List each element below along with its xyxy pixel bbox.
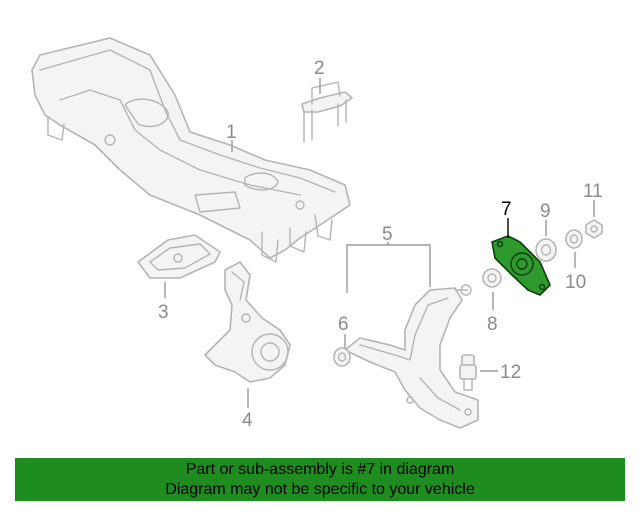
part-6-bushing[interactable] <box>333 347 351 367</box>
callout-8: 8 <box>487 314 498 335</box>
callout-labels: 1 2 3 4 5 6 7 8 9 10 11 12 <box>158 58 603 431</box>
callout-5: 5 <box>382 224 393 245</box>
part-10-washer[interactable] <box>565 229 583 249</box>
part-7-bushing-assembly[interactable] <box>491 235 551 296</box>
callout-9: 9 <box>540 201 551 222</box>
callout-6: 6 <box>338 314 349 335</box>
part-11-nut[interactable] <box>585 219 603 239</box>
part-3-plate[interactable] <box>137 234 221 279</box>
callout-1: 1 <box>226 122 237 143</box>
callout-10: 10 <box>565 272 586 293</box>
part-1-crossmember[interactable] <box>31 37 351 263</box>
leader-lines <box>164 78 595 408</box>
callout-12: 12 <box>500 362 521 383</box>
part-8-washer[interactable] <box>482 268 502 288</box>
callout-4: 4 <box>242 410 253 431</box>
callout-7: 7 <box>501 199 512 220</box>
diagram-notice-banner: Part or sub-assembly is #7 in diagram Di… <box>15 458 625 501</box>
part-5-control-arm[interactable] <box>344 284 479 429</box>
parts-diagram: 1 2 3 4 5 6 7 8 9 10 11 12 <box>31 37 603 431</box>
callout-2: 2 <box>314 58 325 79</box>
part-2-bracket[interactable] <box>301 81 353 143</box>
banner-line-2: Diagram may not be specific to your vehi… <box>165 481 475 498</box>
callout-3: 3 <box>158 302 169 323</box>
banner-line-1: Part or sub-assembly is #7 in diagram <box>185 461 455 478</box>
part-9-washer[interactable] <box>535 238 557 262</box>
part-12-ball-joint[interactable] <box>459 354 477 391</box>
callout-11: 11 <box>583 181 603 202</box>
part-4-knuckle[interactable] <box>204 261 291 383</box>
